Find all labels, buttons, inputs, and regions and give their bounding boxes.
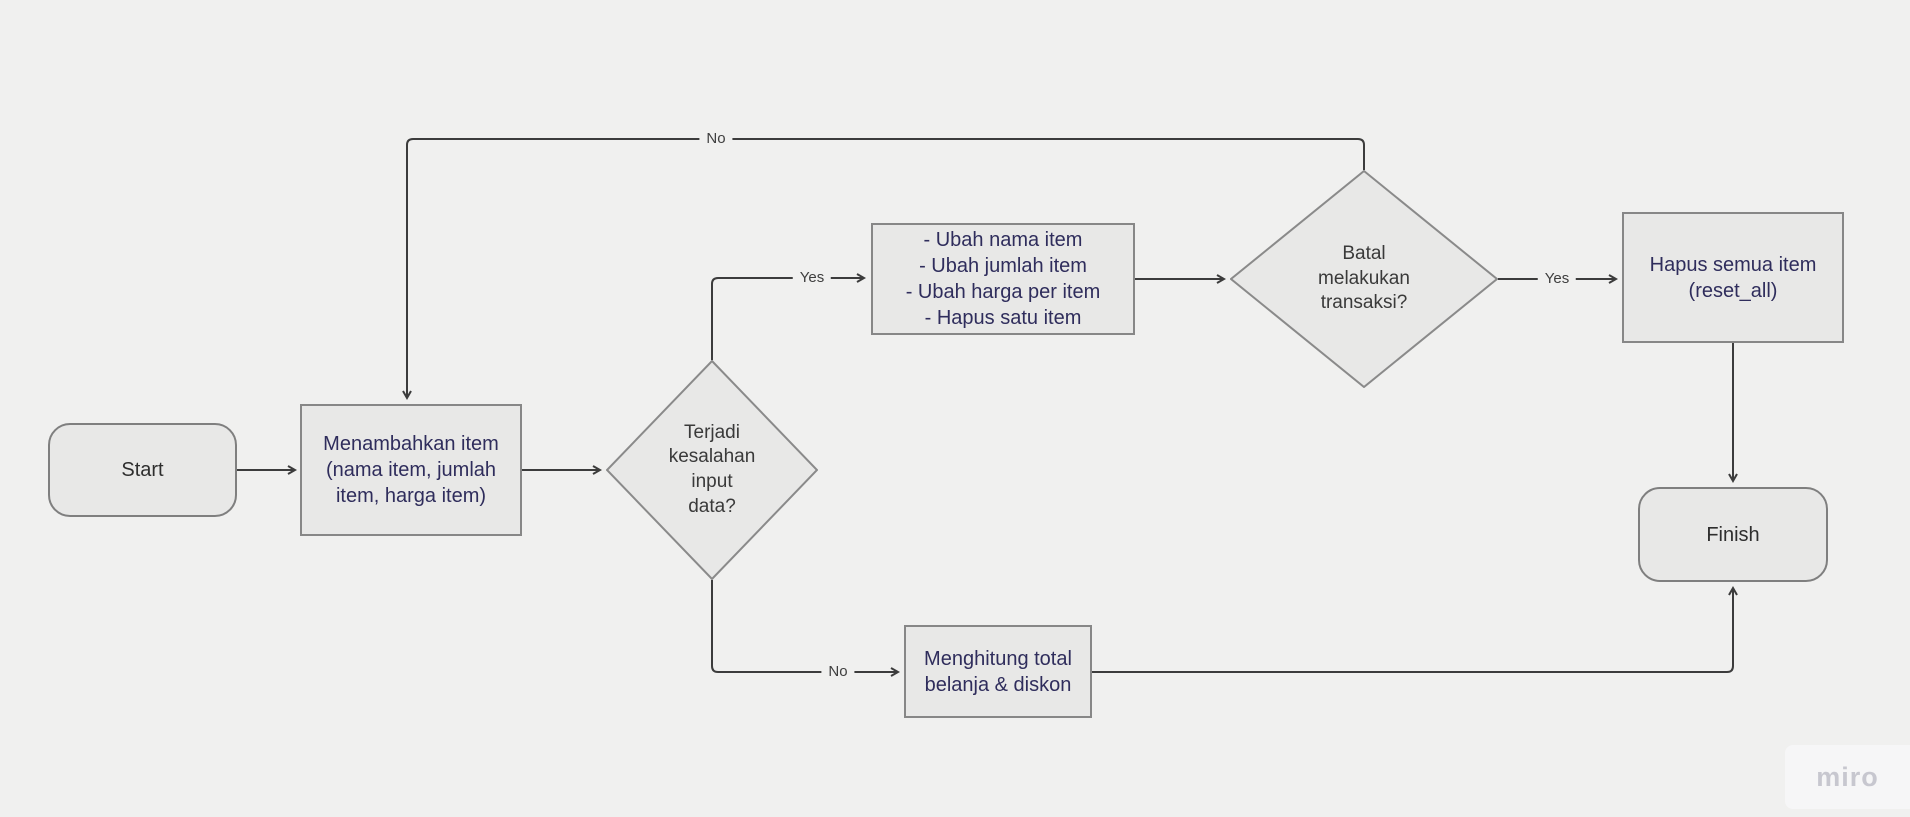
miro-logo: miro: [1816, 761, 1879, 792]
node-add-item[interactable]: Menambahkan item (nama item, jumlah item…: [300, 404, 522, 536]
connector-cancel-decision-no-to-add-item[interactable]: [402, 138, 1365, 401]
miro-watermark[interactable]: miro: [1785, 745, 1910, 809]
node-cancel-decision[interactable]: Batal melakukan transaksi?: [1230, 170, 1498, 388]
edge-label-error-no[interactable]: No: [821, 662, 855, 682]
edge-label-cancel-yes[interactable]: Yes: [1537, 269, 1577, 289]
connector-calc-total-to-finish[interactable]: [1092, 585, 1738, 673]
node-error-decision[interactable]: Terjadi kesalahan input data?: [606, 360, 818, 580]
node-reset-all-label: Hapus semua item (reset_all): [1649, 253, 1817, 302]
node-reset-all[interactable]: Hapus semua item (reset_all): [1622, 212, 1844, 343]
node-finish[interactable]: Finish: [1638, 487, 1828, 582]
node-edit-options-label: - Ubah nama item - Ubah jumlah item - Ub…: [905, 229, 1101, 329]
edge-label-cancel-no[interactable]: No: [699, 129, 733, 149]
edge-label-error-yes[interactable]: Yes: [792, 268, 832, 288]
diamond-shape: [606, 360, 818, 580]
node-edit-options[interactable]: - Ubah nama item - Ubah jumlah item - Ub…: [871, 223, 1135, 335]
node-start[interactable]: Start: [48, 423, 237, 517]
node-start-label: Start: [121, 459, 164, 481]
node-finish-label: Finish: [1706, 523, 1760, 546]
node-calc-total-label: Menghitung total belanja & diskon: [924, 647, 1072, 696]
node-calc-total[interactable]: Menghitung total belanja & diskon: [904, 625, 1092, 718]
node-cancel-decision-label: Batal melakukan transaksi?: [1318, 242, 1410, 314]
connector-error-decision-no-to-calc-total[interactable]: [711, 580, 901, 677]
diamond-shape: [1230, 170, 1498, 388]
node-add-item-label: Menambahkan item (nama item, jumlah item…: [323, 433, 499, 507]
node-error-decision-label: Terjadi kesalahan input data?: [668, 421, 756, 517]
connector-error-decision-yes-to-edit-options[interactable]: [711, 273, 867, 360]
